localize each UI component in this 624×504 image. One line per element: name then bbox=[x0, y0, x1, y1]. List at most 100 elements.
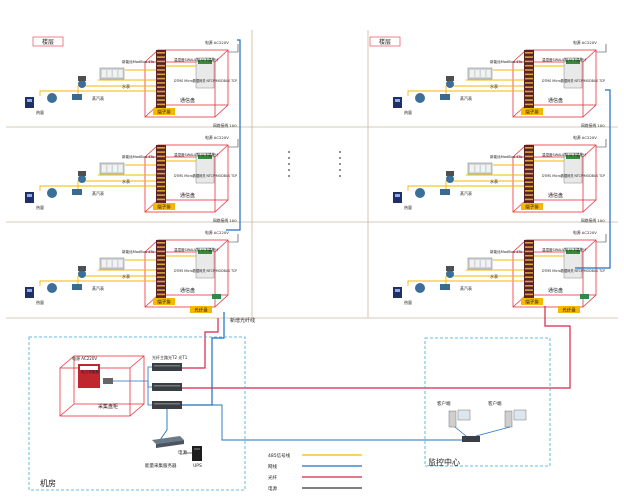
comm-label: 通信盘 bbox=[548, 192, 563, 199]
floor-panel: 端子排 温湿度SWALV加 以下温度计 DTMS Micro数据网关 NTCP/MO… bbox=[25, 40, 239, 128]
converter-icon bbox=[103, 378, 113, 384]
fiber-switch-1 bbox=[152, 363, 182, 371]
heat-meter-icon bbox=[47, 283, 57, 293]
cooling-label: 水表 bbox=[490, 273, 498, 279]
svg-text:楼层: 楼层 bbox=[379, 38, 391, 46]
fiber-box: 光纤盘 bbox=[558, 294, 589, 314]
steam-label: 蒸汽表 bbox=[92, 95, 104, 101]
heat-label: 热量 bbox=[404, 204, 412, 210]
legend-item: 网线 bbox=[268, 463, 362, 470]
steam-label: 蒸汽表 bbox=[92, 190, 104, 196]
steam-label: 蒸汽表 bbox=[460, 190, 472, 196]
signal-485-lines bbox=[407, 255, 564, 286]
power-meter-icon bbox=[99, 67, 125, 80]
heat-sensor-icon bbox=[25, 97, 34, 108]
heat-label: 热量 bbox=[36, 204, 44, 210]
signal-485-lines bbox=[407, 65, 564, 96]
sensor-label: 温湿度SWALV加 以下温度计 bbox=[542, 247, 587, 252]
svg-text:楼层: 楼层 bbox=[42, 38, 54, 46]
collector-cabinet bbox=[59, 355, 145, 417]
floor-dividers bbox=[6, 30, 618, 319]
svg-text:UPS: UPS bbox=[193, 463, 202, 469]
cooling-label: 水表 bbox=[122, 178, 130, 184]
fiber-pipe-label: 新增光纤线 bbox=[230, 317, 255, 324]
sensor-label: 温湿度SWALV加 以下温度计 bbox=[174, 152, 219, 157]
steam-meter-icon bbox=[72, 94, 82, 100]
floor-panel: 端子排 温湿度SWALV加 以下温度计 DTMS Micro数据网关 NTCP/MO… bbox=[25, 135, 239, 223]
terminal-strip-label: 端子排 bbox=[525, 204, 539, 211]
comm-label: 通信盘 bbox=[548, 97, 563, 104]
energy-server-icon bbox=[152, 436, 184, 448]
terminal-strip bbox=[524, 145, 534, 207]
terminal-strip-label-bg bbox=[521, 203, 543, 210]
legend-item: 光纤 bbox=[268, 474, 362, 481]
gateway-module bbox=[195, 247, 215, 279]
flow-valve-icon bbox=[446, 80, 454, 88]
power-input-label: 电源 AC220V bbox=[573, 40, 597, 45]
monitor-center-label: 监控中心 bbox=[428, 457, 460, 467]
monitor-center: 监控中心 客户端 客户端 bbox=[424, 337, 551, 467]
steam-label: 蒸汽表 bbox=[92, 285, 104, 291]
terminal-strip-label: 端子排 bbox=[157, 109, 171, 116]
power-input-label: 电源 AC220V bbox=[205, 40, 229, 45]
fiber-box-label: 光纤盘 bbox=[194, 307, 208, 314]
gateway-module bbox=[563, 247, 583, 279]
module-label: DTMS Micro数据网关 NTCP/MODBUS TCP bbox=[174, 78, 237, 83]
sensor-label: 温湿度SWALV加 以下温度计 bbox=[174, 247, 219, 252]
gateway-module bbox=[563, 57, 583, 89]
ups-icon bbox=[192, 446, 202, 461]
meter-label: 新能远ModBus 4Tu bbox=[122, 249, 154, 254]
steam-meter-icon bbox=[440, 284, 450, 290]
cooling-label: 水表 bbox=[122, 273, 130, 279]
heat-sensor-icon bbox=[393, 287, 402, 298]
terminal-strip bbox=[156, 145, 166, 207]
power-input-label: 电源 AC220V bbox=[205, 135, 229, 140]
meter-label: 新能远ModBus 4Tu bbox=[490, 249, 522, 254]
svg-text:客户端: 客户端 bbox=[437, 400, 451, 407]
heat-label: 热量 bbox=[36, 109, 44, 115]
module-label: DTMS Micro数据网关 NTCP/MODBUS TCP bbox=[542, 173, 605, 178]
comm-label: 通信盘 bbox=[180, 97, 195, 104]
legend-label: 网线 bbox=[268, 463, 277, 470]
floor-tab-right: 楼层 bbox=[369, 36, 401, 47]
fiber-switch-2 bbox=[152, 383, 182, 391]
meter-label: 新能远ModBus 4Tu bbox=[122, 154, 154, 159]
fiber-box: 光纤盘 bbox=[190, 294, 221, 314]
comm-label: 通信盘 bbox=[180, 287, 195, 294]
svg-text:电源 AC220V: 电源 AC220V bbox=[72, 355, 97, 361]
machine-room: 机房 电源 AC220V 电力采集器 采集盘柜 光纤主路 bbox=[28, 336, 246, 491]
power-meter-icon bbox=[467, 67, 493, 80]
network-out-label: 网络接线 100 bbox=[581, 218, 605, 223]
floor-tab-left: 楼层 bbox=[32, 36, 64, 47]
fiber-converter-icon bbox=[580, 294, 589, 299]
terminal-strip-label: 端子排 bbox=[157, 204, 171, 211]
flow-valve-icon bbox=[78, 175, 86, 183]
module-label: DTMS Micro数据网关 NTCP/MODBUS TCP bbox=[174, 173, 237, 178]
signal-485-lines bbox=[39, 65, 196, 96]
fiber-box-label: 光纤盘 bbox=[562, 307, 576, 314]
sensor-label: 温湿度SWALV加 以下温度计 bbox=[174, 57, 219, 62]
module-label: DTMS Micro数据网关 NTCP/MODBUS TCP bbox=[542, 268, 605, 273]
heat-sensor-icon bbox=[25, 192, 34, 203]
flow-valve-icon bbox=[446, 270, 454, 278]
heat-label: 热量 bbox=[36, 299, 44, 305]
steam-label: 蒸汽表 bbox=[460, 95, 472, 101]
power-meter-icon bbox=[467, 162, 493, 175]
terminal-strip bbox=[156, 240, 166, 302]
heat-sensor-icon bbox=[393, 97, 402, 108]
module-label: DTMS Micro数据网关 NTCP/MODBUS TCP bbox=[174, 268, 237, 273]
terminal-strip-label: 端子排 bbox=[157, 299, 171, 306]
power-input-label: 电源 AC220V bbox=[205, 230, 229, 235]
legend-label: 485信号线 bbox=[268, 452, 291, 459]
module-label: DTMS Micro数据网关 NTCP/MODBUS TCP bbox=[542, 78, 605, 83]
heat-sensor-icon bbox=[25, 287, 34, 298]
terminal-strip bbox=[524, 240, 534, 302]
network-trunk bbox=[182, 404, 462, 441]
meter-label: 新能远ModBus 4Tu bbox=[490, 154, 522, 159]
meter-label: 新能远ModBus 4Tu bbox=[490, 59, 522, 64]
